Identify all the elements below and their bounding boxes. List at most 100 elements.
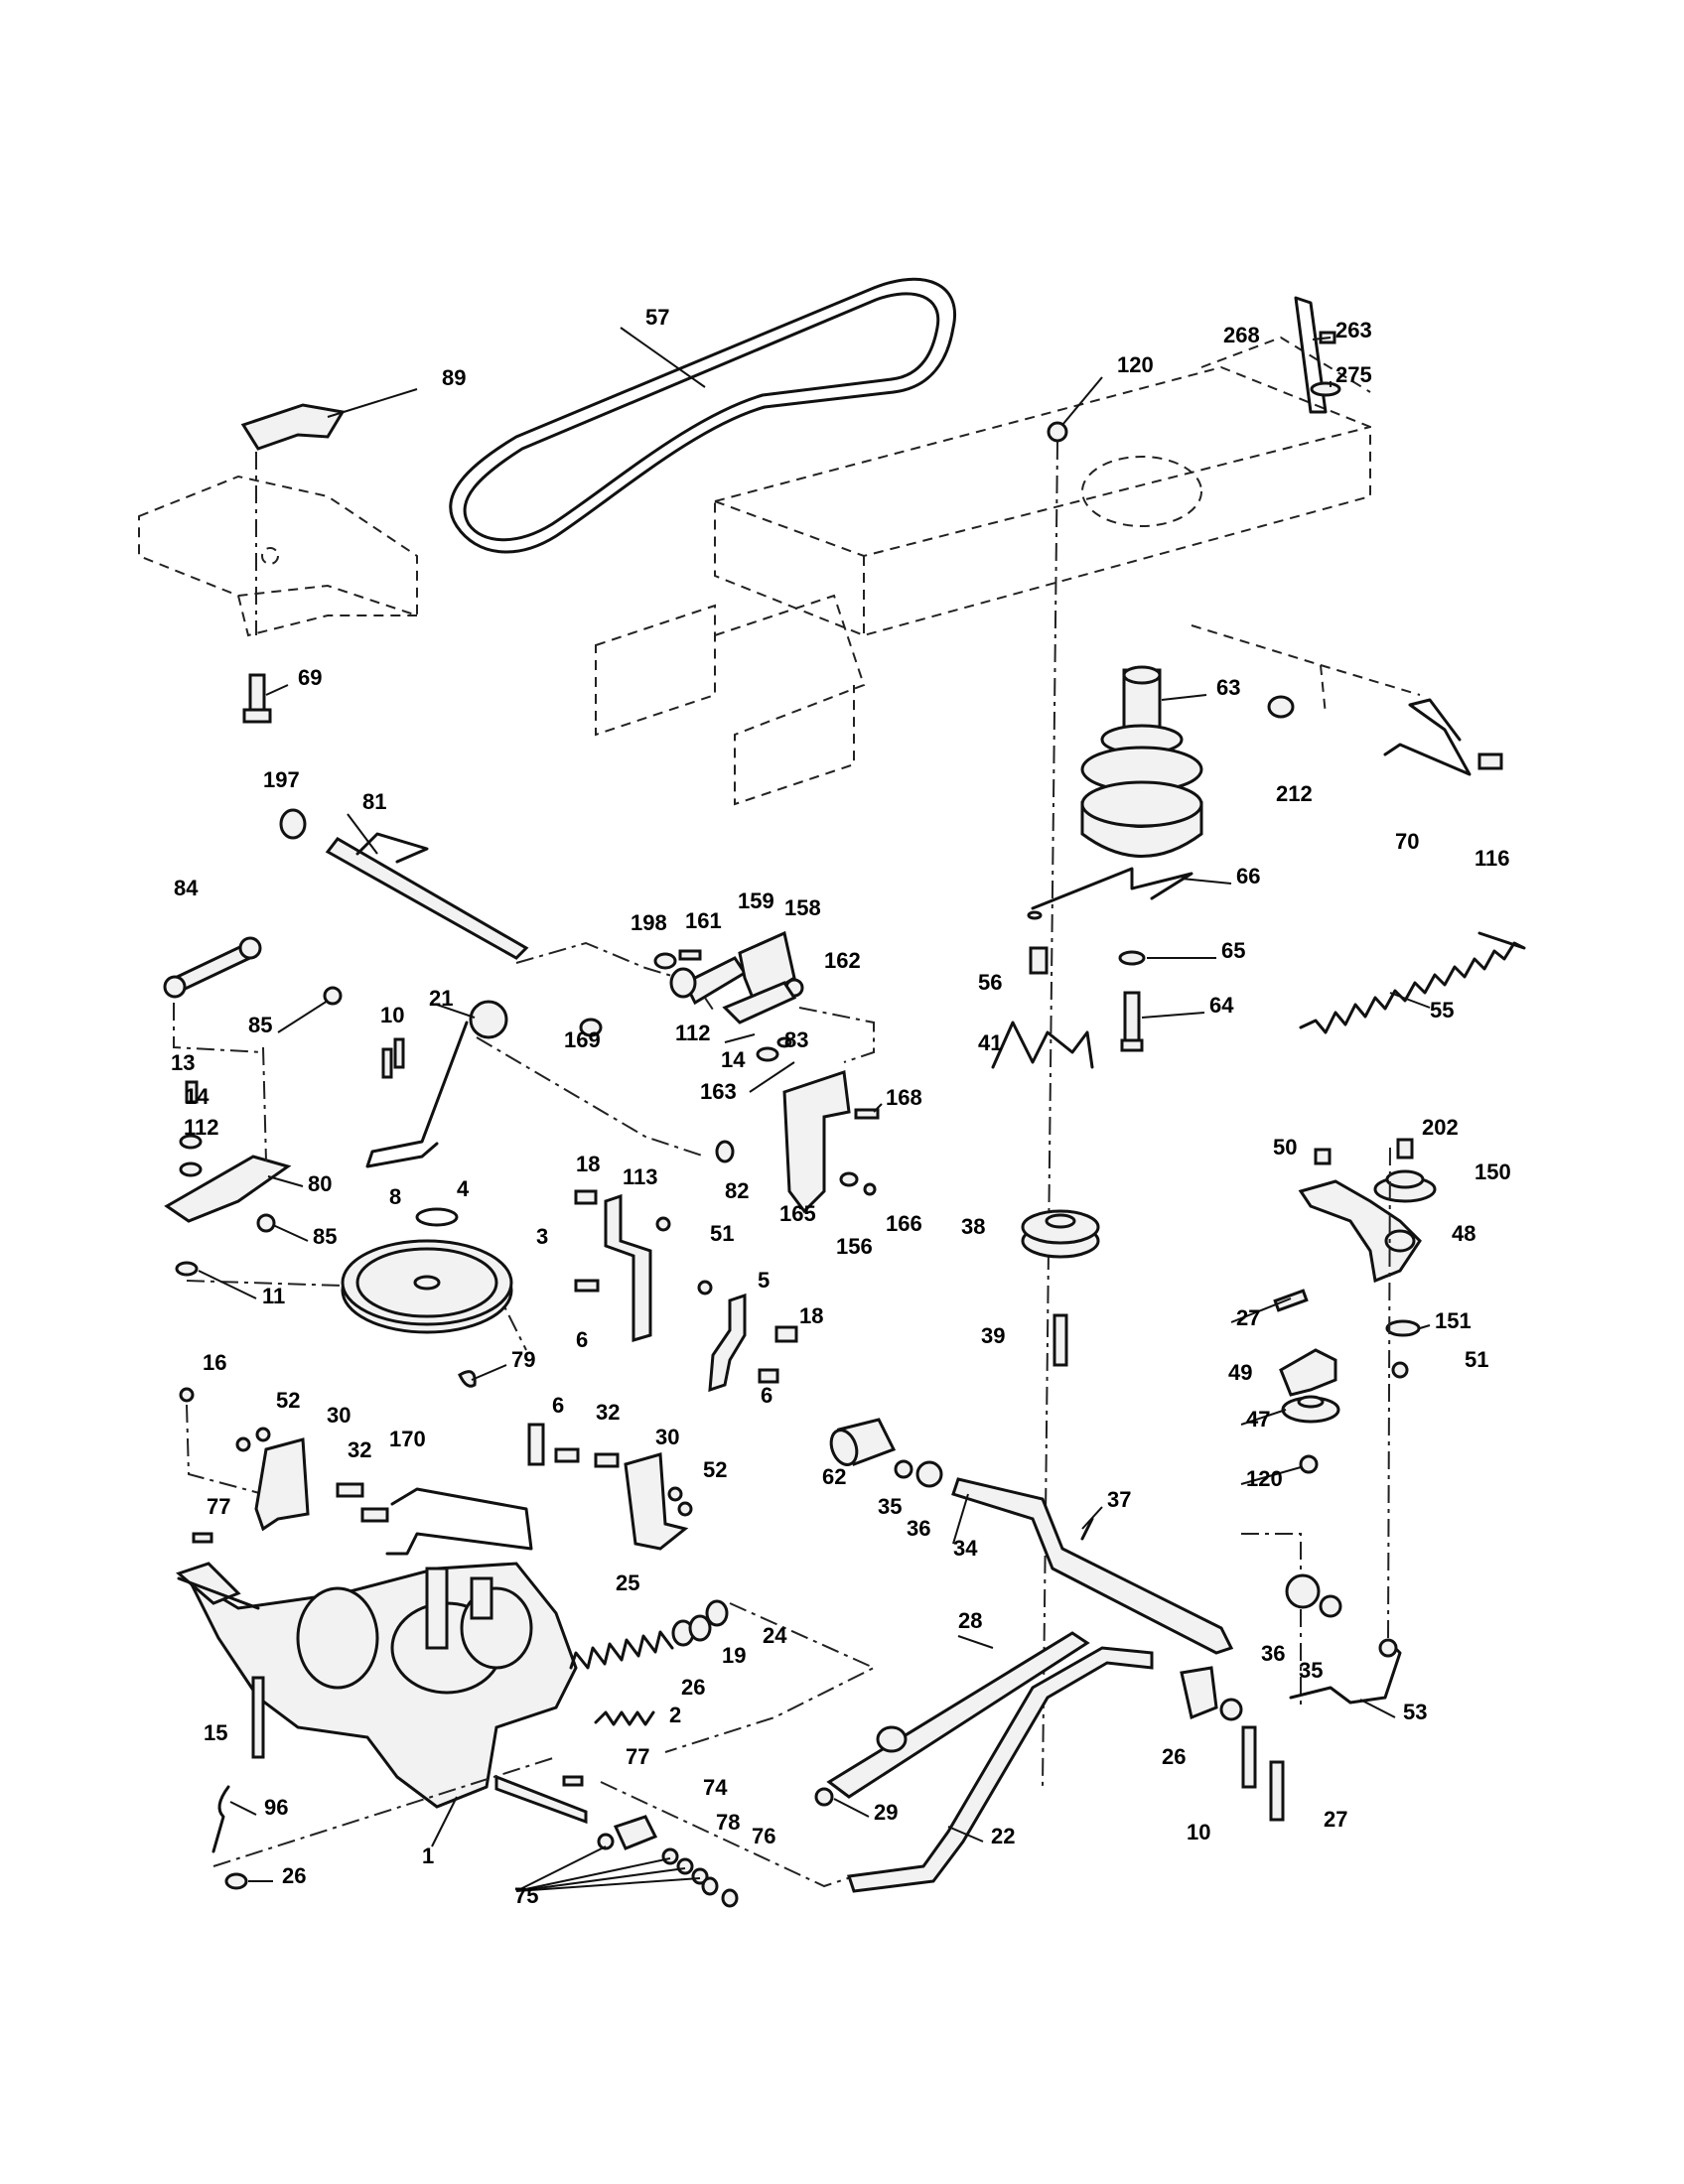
part-76-ring [721,1888,739,1908]
callout-120: 120 [1117,352,1154,377]
callout-77: 77 [207,1494,230,1519]
part-6-bolt-right [758,1368,779,1384]
callout-8: 8 [389,1184,401,1209]
part-6-bolt-mid [574,1279,600,1293]
callout-11: 11 [262,1284,285,1308]
callout-163: 163 [700,1079,737,1104]
front-panel-outline [138,475,418,637]
callout-52: 52 [276,1388,300,1413]
callout-10: 10 [380,1003,404,1027]
callout-leader-lines [198,327,1431,1892]
part-27-bolt-upper [1273,1289,1309,1312]
part-156-washer [839,1171,859,1187]
callout-57: 57 [645,305,669,330]
part-116-bolt [1477,752,1503,770]
callout-27: 27 [1236,1305,1260,1330]
callout-83: 83 [784,1027,808,1052]
callout-66: 66 [1236,864,1260,888]
callout-161: 161 [685,908,722,933]
part-96-pin [211,1785,230,1853]
part-36-washer-lower [1285,1573,1321,1609]
part-74-spacer [613,1815,658,1850]
callout-48: 48 [1452,1221,1475,1246]
part-2-spring [594,1710,655,1726]
callout-81: 81 [362,789,386,814]
part-57-drive-belt [449,277,956,554]
part-47-pulley [1281,1395,1340,1424]
part-83-bracket [782,1069,851,1214]
callout-197: 197 [263,767,300,792]
callout-53: 53 [1403,1700,1427,1724]
callout-170: 170 [389,1427,426,1451]
callout-32: 32 [348,1437,371,1462]
part-151-washer [1385,1319,1421,1337]
part-bracket-right [1180,1666,1218,1720]
part-24-nut [705,1599,729,1627]
part-120-nut-top [1047,421,1068,443]
callout-24: 24 [763,1623,787,1648]
part-10-bolt-lower [1241,1725,1257,1789]
part-1-transaxle [176,1562,578,1809]
part-11-washer [175,1261,199,1277]
part-79-key [458,1370,477,1388]
part-66-rod [1031,867,1193,910]
callout-28: 28 [958,1608,982,1633]
callout-27: 27 [1324,1807,1347,1832]
part-166-screw [863,1182,877,1196]
part-15-bolt [251,1676,265,1759]
callout-85: 85 [248,1013,272,1037]
callout-16: 16 [203,1350,226,1375]
callout-21: 21 [429,986,453,1011]
callout-36: 36 [907,1516,930,1541]
callout-78: 78 [716,1810,740,1835]
callout-84: 84 [174,876,199,900]
callout-47: 47 [1246,1407,1270,1432]
callout-10: 10 [1187,1820,1210,1844]
part-27-bolt-lower [1269,1760,1285,1822]
callout-50: 50 [1273,1135,1297,1160]
callout-30: 30 [655,1425,679,1449]
callout-55: 55 [1430,998,1454,1023]
part-202-bolt [1396,1138,1414,1160]
callout-25: 25 [616,1570,639,1595]
part-197-bushing [279,808,307,840]
part-51-nut-upper [655,1216,671,1232]
callout-112: 112 [675,1021,711,1045]
callout-198: 198 [631,910,667,935]
callout-18: 18 [799,1303,823,1328]
part-29-bushing [814,1787,834,1807]
part-21-knob [469,1000,508,1039]
callout-150: 150 [1474,1160,1511,1184]
callout-52: 52 [703,1457,727,1482]
callout-70: 70 [1395,829,1419,854]
part-85-nut-lower [256,1213,276,1233]
part-268-lever [1294,296,1328,414]
part-26-washer-right [1219,1698,1243,1721]
part-63-pulley [1080,665,1203,858]
part-axle-right [494,1774,588,1825]
part-77-key-lower [562,1775,584,1787]
callout-51: 51 [710,1221,734,1246]
callout-275: 275 [1335,362,1372,387]
part-19-collar [688,1614,712,1642]
callout-63: 63 [1216,675,1240,700]
callout-6: 6 [552,1393,564,1418]
part-150-pulley [1373,1169,1437,1203]
callout-4: 4 [457,1176,470,1201]
part-13-bolt [185,1080,199,1104]
callout-56: 56 [978,970,1002,995]
part-16-nut [179,1387,195,1403]
callout-62: 62 [822,1464,846,1489]
callout-158: 158 [784,895,821,920]
callout-169: 169 [564,1027,601,1052]
part-113-bracket [604,1193,652,1343]
callout-112: 112 [184,1115,219,1140]
part-6-bolt-top [527,1423,545,1466]
callout-151: 151 [1435,1308,1472,1333]
callout-26: 26 [1162,1744,1186,1769]
callout-2: 2 [669,1703,681,1727]
callout-76: 76 [752,1824,775,1848]
callout-32: 32 [596,1400,620,1425]
